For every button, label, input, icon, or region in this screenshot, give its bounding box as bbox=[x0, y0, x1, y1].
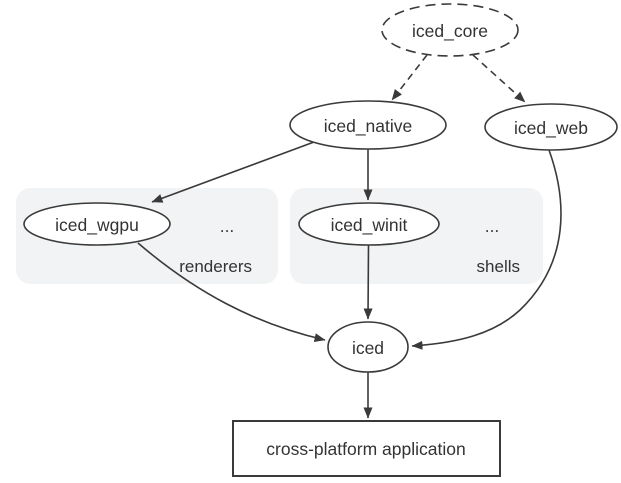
node-iced-native bbox=[289, 100, 447, 150]
node-iced-core bbox=[381, 3, 519, 57]
edge-iced-web-to-iced bbox=[411, 149, 562, 350]
node-iced-web-label: iced_web bbox=[514, 118, 588, 139]
node-iced-native-label: iced_native bbox=[324, 116, 413, 137]
node-iced-label: iced bbox=[352, 338, 384, 358]
node-iced-winit bbox=[298, 202, 440, 246]
group-label-renderers: renderers bbox=[179, 257, 252, 276]
node-iced-core-label: iced_core bbox=[412, 21, 488, 42]
node-cross-platform-application bbox=[232, 420, 501, 477]
group-label-shells: shells bbox=[477, 257, 520, 276]
node-iced-wgpu-label: iced_wgpu bbox=[55, 215, 139, 236]
renderers-ellipsis: ... bbox=[220, 216, 235, 236]
node-iced-wgpu bbox=[23, 202, 171, 246]
node-iced bbox=[327, 321, 409, 373]
edge-iced-core-to-iced-web bbox=[472, 54, 526, 103]
edge-iced-wgpu-to-iced bbox=[137, 242, 326, 343]
edge-iced-native-to-iced-wgpu bbox=[151, 141, 315, 203]
node-iced-web bbox=[484, 103, 618, 151]
node-iced-winit-label: iced_winit bbox=[331, 215, 408, 236]
node-cross-platform-application-label: cross-platform application bbox=[266, 439, 465, 459]
shells-ellipsis: ... bbox=[485, 216, 500, 236]
edge-iced-winit-to-iced bbox=[363, 244, 373, 320]
edge-iced-core-to-iced-native bbox=[391, 54, 428, 101]
